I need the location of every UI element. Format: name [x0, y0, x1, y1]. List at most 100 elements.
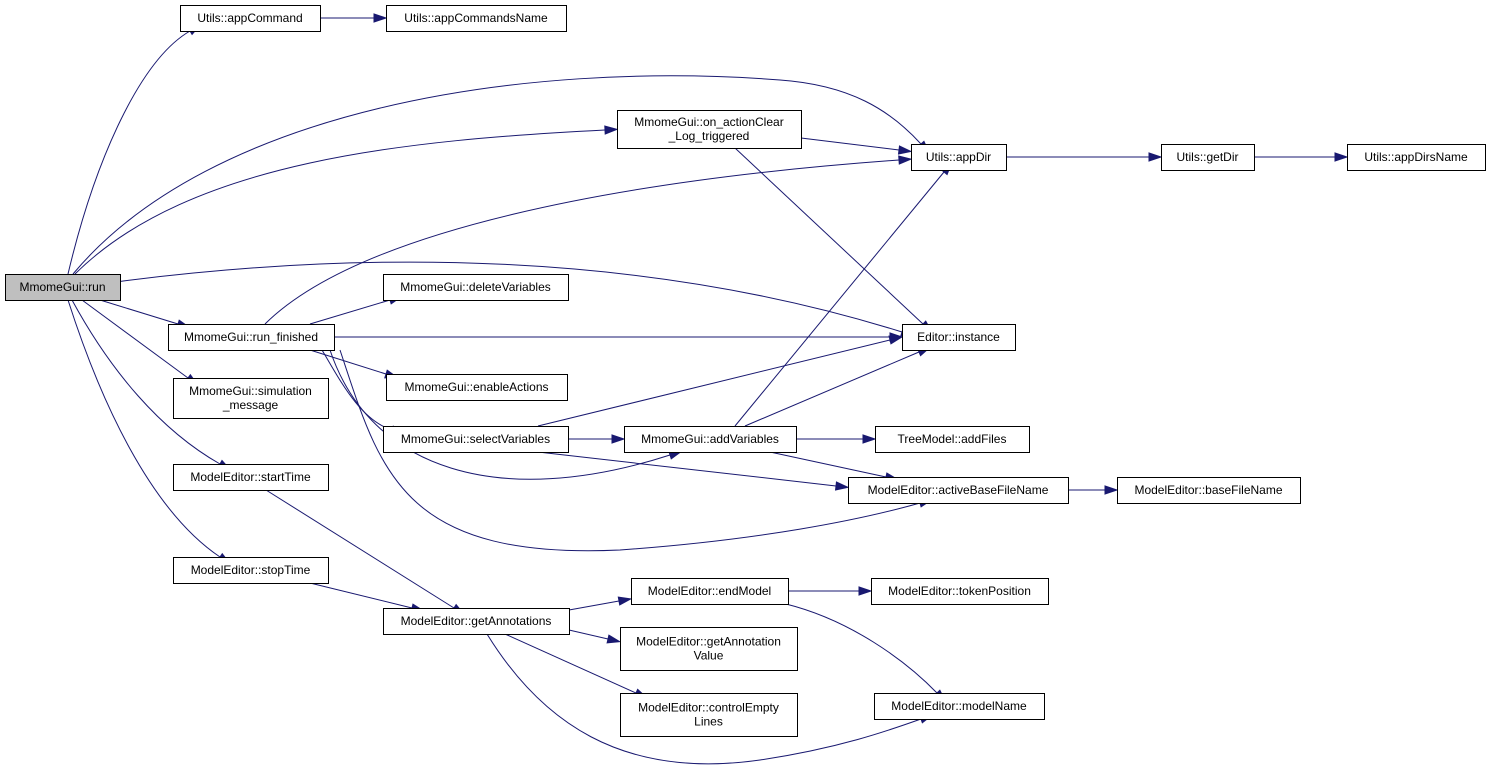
node-box[interactable] [383, 274, 569, 301]
node-getDir[interactable]: Utils::getDir [1161, 144, 1255, 171]
edge-run-to-simMessage [81, 299, 189, 379]
node-label: MmomeGui::on_actionClear [634, 115, 783, 129]
node-endModel[interactable]: ModelEditor::endModel [631, 578, 789, 605]
arrowhead-addVariables [611, 434, 626, 444]
edge-addVariables-to-appDir [734, 171, 945, 427]
arrowhead-addFiles [862, 434, 877, 444]
node-addFiles[interactable]: TreeModel::addFiles [875, 426, 1030, 453]
arrowhead-tokenPosition [858, 586, 873, 596]
node-label: Utils::appDirsName [1364, 150, 1468, 164]
node-label: Lines [694, 715, 723, 729]
edge-run-to-startTime [71, 299, 221, 465]
node-box[interactable] [617, 110, 802, 149]
node-box[interactable] [1117, 477, 1301, 504]
node-label: ModelEditor::getAnnotation [636, 635, 781, 649]
node-box[interactable] [180, 5, 321, 32]
edge-runFinished-to-selectVariables [321, 349, 393, 431]
edge-run-to-runFinished [99, 299, 179, 325]
node-getAnnotations[interactable]: ModelEditor::getAnnotations [383, 608, 570, 635]
node-appDir[interactable]: Utils::appDir [911, 144, 1007, 171]
edge-getAnnotations-to-modelName [486, 633, 922, 765]
edge-selectVariables-to-activeBase [537, 451, 837, 487]
node-label: Utils::appCommand [197, 11, 302, 25]
arrowhead-baseFileName [1104, 485, 1119, 495]
edge-runFinished-to-addVariables [329, 349, 671, 480]
node-box[interactable] [386, 5, 567, 32]
edge-runFinished-to-enableActions [309, 349, 387, 375]
node-appDirsName[interactable]: Utils::appDirsName [1347, 144, 1486, 171]
edge-onActionClear-to-editorInstance [734, 147, 924, 325]
node-label: ModelEditor::controlEmpty [638, 701, 779, 715]
node-enableActions[interactable]: MmomeGui::enableActions [386, 374, 568, 401]
node-run[interactable]: MmomeGui::run [5, 274, 121, 301]
node-box[interactable] [902, 324, 1016, 351]
node-label: Utils::appDir [926, 150, 991, 164]
node-simMessage[interactable]: MmomeGui::simulation_message [173, 378, 329, 419]
node-tokenPosition[interactable]: ModelEditor::tokenPosition [871, 578, 1049, 605]
node-box[interactable] [848, 477, 1069, 504]
node-label: ModelEditor::startTime [190, 470, 311, 484]
arrowhead-onActionClear [604, 125, 619, 135]
node-box[interactable] [871, 578, 1049, 605]
node-stopTime[interactable]: ModelEditor::stopTime [173, 557, 329, 584]
node-label: ModelEditor::modelName [891, 699, 1027, 713]
edge-run-to-onActionClear [74, 129, 606, 275]
node-deleteVariables[interactable]: MmomeGui::deleteVariables [383, 274, 569, 301]
node-box[interactable] [383, 426, 569, 453]
edge-selectVariables-to-editorInstance [537, 339, 891, 427]
edge-getAnnotations-to-controlEmpty [504, 633, 637, 694]
node-box[interactable] [631, 578, 789, 605]
node-runFinished[interactable]: MmomeGui::run_finished [168, 324, 335, 351]
node-onActionClear[interactable]: MmomeGui::on_actionClear_Log_triggered [617, 110, 802, 149]
arrowhead-getAnnotationValue [606, 634, 622, 644]
node-box[interactable] [620, 627, 798, 671]
arrowhead-activeBase [834, 481, 850, 491]
node-selectVariables[interactable]: MmomeGui::selectVariables [383, 426, 569, 453]
node-box[interactable] [1347, 144, 1486, 171]
edge-getAnnotations-to-getAnnotationValue [568, 629, 609, 640]
node-label: Editor::instance [917, 330, 1000, 344]
node-box[interactable] [173, 557, 329, 584]
arrowhead-appDirsName [1334, 152, 1349, 162]
edge-run-to-editorInstance [114, 261, 903, 333]
node-box[interactable] [5, 274, 121, 301]
node-label: Utils::appCommandsName [404, 11, 548, 25]
node-modelName[interactable]: ModelEditor::modelName [874, 693, 1045, 720]
node-label: MmomeGui::run [19, 280, 105, 294]
arrowhead-appDir [897, 145, 913, 155]
node-label: ModelEditor::activeBaseFileName [868, 483, 1049, 497]
node-editorInstance[interactable]: Editor::instance [902, 324, 1016, 351]
node-box[interactable] [1161, 144, 1255, 171]
node-label: Value [694, 649, 724, 663]
arrowhead-endModel [617, 596, 633, 606]
node-appCommand[interactable]: Utils::appCommand [180, 5, 321, 32]
node-startTime[interactable]: ModelEditor::startTime [173, 464, 329, 491]
node-appCommandsName[interactable]: Utils::appCommandsName [386, 5, 567, 32]
edge-addVariables-to-activeBase [769, 451, 887, 478]
node-box[interactable] [168, 324, 335, 351]
node-box[interactable] [620, 693, 798, 737]
node-box[interactable] [386, 374, 568, 401]
node-box[interactable] [173, 464, 329, 491]
node-label: ModelEditor::stopTime [191, 563, 311, 577]
node-activeBase[interactable]: ModelEditor::activeBaseFileName [848, 477, 1069, 504]
node-box[interactable] [173, 378, 329, 419]
node-box[interactable] [383, 608, 570, 635]
node-addVariables[interactable]: MmomeGui::addVariables [624, 426, 797, 453]
node-box[interactable] [874, 693, 1045, 720]
edge-runFinished-to-activeBase [339, 349, 921, 552]
node-box[interactable] [624, 426, 797, 453]
node-label: _message [222, 398, 279, 412]
edge-stopTime-to-getAnnotations [309, 582, 413, 609]
arrowhead-appDir [898, 155, 913, 165]
arrowhead-editorInstance [888, 335, 904, 345]
edge-run-to-appCommand [67, 30, 191, 275]
node-label: ModelEditor::baseFileName [1134, 483, 1282, 497]
node-box[interactable] [875, 426, 1030, 453]
node-box[interactable] [911, 144, 1007, 171]
node-label: ModelEditor::tokenPosition [888, 584, 1031, 598]
node-baseFileName[interactable]: ModelEditor::baseFileName [1117, 477, 1301, 504]
